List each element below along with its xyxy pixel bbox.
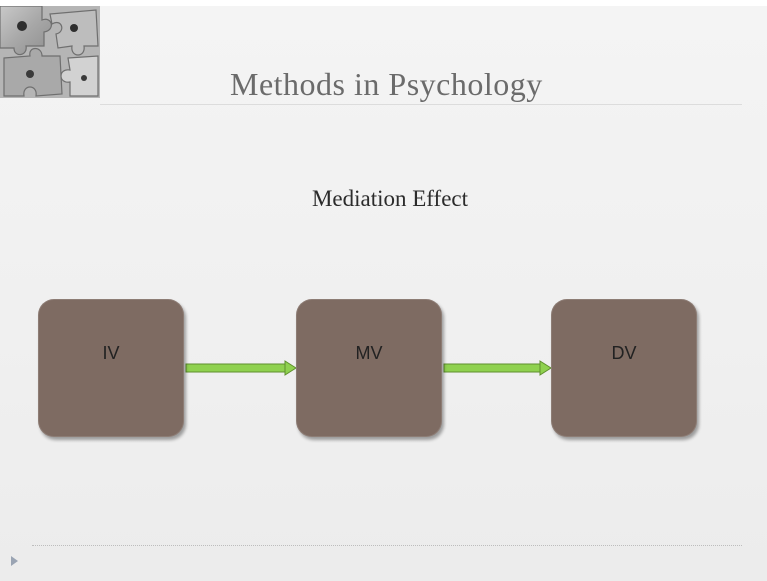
- arrow-mv-to-dv: [443, 360, 552, 376]
- arrow-iv-to-mv: [185, 360, 297, 376]
- node-dv-label: DV: [611, 343, 637, 363]
- play-triangle-icon[interactable]: [11, 556, 18, 566]
- puzzle-pieces-icon: [0, 6, 100, 98]
- header-divider: [100, 104, 742, 105]
- node-iv-label: IV: [102, 343, 120, 363]
- slide-top-border: [0, 0, 767, 6]
- diagram-subtitle: Mediation Effect: [311, 186, 469, 211]
- node-mv: MV: [296, 299, 442, 437]
- slide-title: Methods in Psychology: [230, 66, 543, 102]
- node-dv: DV: [551, 299, 697, 437]
- footer-divider: [32, 545, 742, 546]
- node-mv-label: MV: [355, 343, 383, 363]
- node-iv: IV: [38, 299, 184, 437]
